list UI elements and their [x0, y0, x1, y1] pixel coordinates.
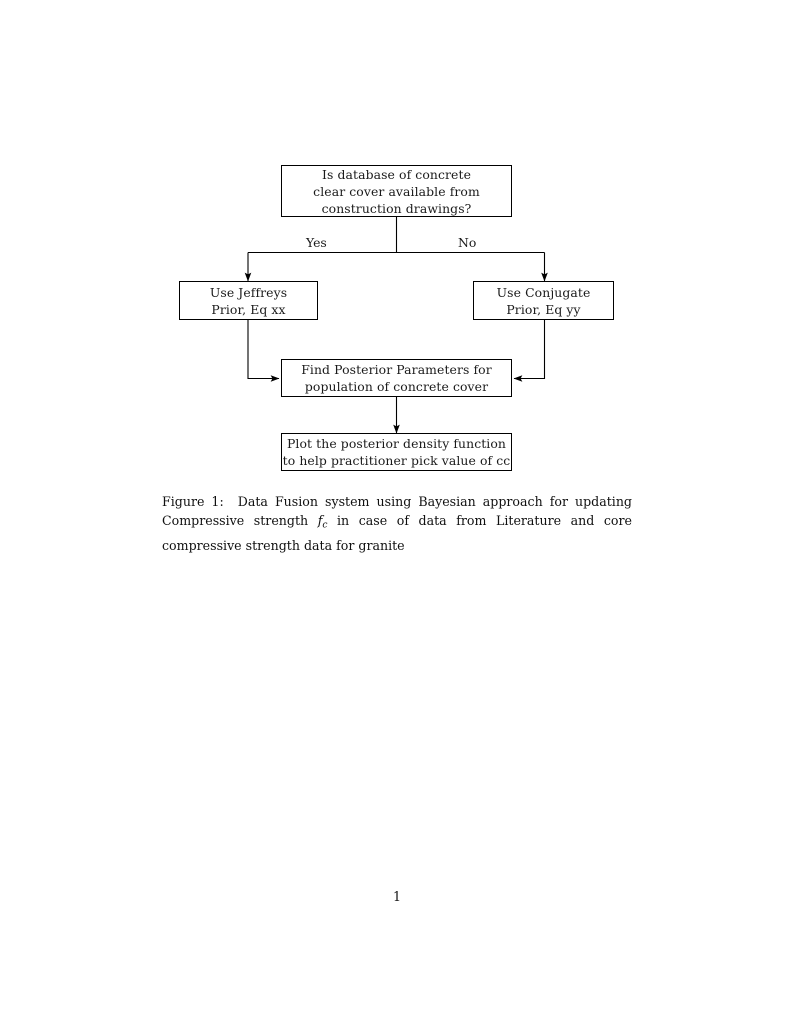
page-number: 1 — [392, 889, 401, 904]
node-conjugate-line-1: Use Conjugate — [496, 284, 591, 300]
figure-caption-math-variable: f — [317, 513, 323, 529]
figure-caption-text-before: Data Fusion system using Bayesian approa… — [162, 494, 632, 529]
node-jeffreys-line-1: Use Jeffreys — [209, 284, 288, 300]
branch-label-yes: Yes — [306, 235, 327, 250]
node-question-line-1: Is database of concrete — [322, 166, 471, 182]
figure-caption: Figure 1: Data Fusion system using Bayes… — [162, 492, 632, 555]
flow-node-find-posterior[interactable]: Find Posterior Parameters for population… — [281, 359, 512, 397]
node-jeffreys-line-2: Prior, Eq xx — [211, 301, 286, 317]
node-conjugate-line-2: Prior, Eq yy — [506, 301, 581, 317]
node-posterior-line-1: Find Posterior Parameters for — [301, 362, 492, 377]
flow-node-conjugate-prior[interactable]: Use Conjugate Prior, Eq yy — [473, 281, 614, 320]
flow-node-question[interactable]: Is database of concrete clear cover avai… — [281, 165, 512, 217]
node-posterior-line-2: population of concrete cover — [304, 379, 489, 394]
connector-jeffreys-to-posterior — [247, 320, 280, 382]
node-plot-line-1: Plot the posterior density function — [286, 436, 507, 451]
flowchart-connectors — [244, 217, 548, 434]
connector-conjugate-to-posterior — [513, 320, 546, 382]
figure-flowchart: Is database of concrete clear cover avai… — [0, 0, 794, 490]
flow-node-plot-density[interactable]: Plot the posterior density function to h… — [281, 433, 512, 471]
node-plot-line-2: to help practitioner pick value of cc — [282, 453, 511, 468]
node-question-line-3: construction drawings? — [321, 200, 472, 216]
branch-label-no: No — [458, 235, 477, 250]
node-question-line-2: clear cover available from — [313, 183, 480, 199]
figure-caption-label: Figure 1: — [162, 494, 224, 509]
figure-caption-text-after: in case of data from Literature and core… — [162, 513, 632, 553]
figure-caption-math-subscript: c — [322, 520, 328, 531]
flow-node-jeffreys-prior[interactable]: Use Jeffreys Prior, Eq xx — [179, 281, 318, 320]
